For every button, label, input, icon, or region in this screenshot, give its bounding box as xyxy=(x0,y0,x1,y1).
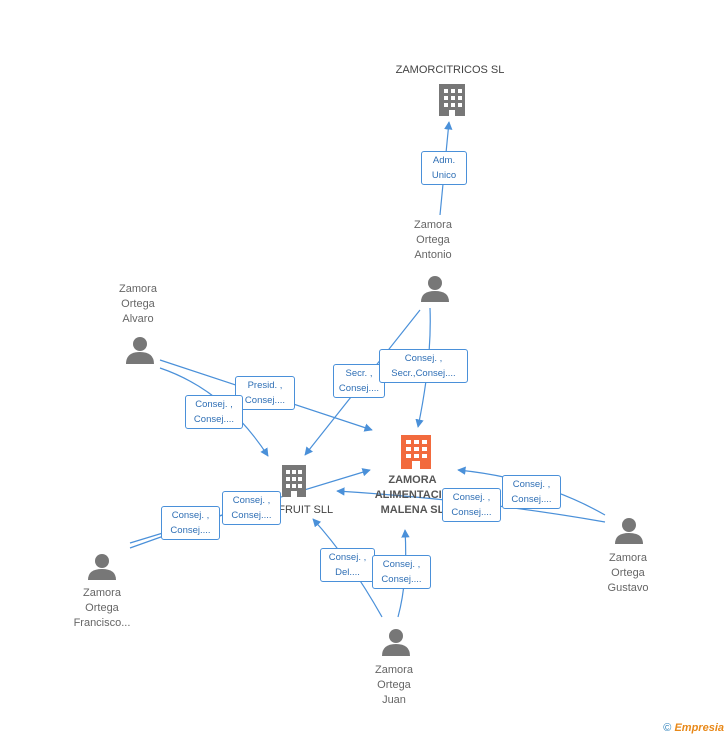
edge-label-presid-consej[interactable]: Presid. , Consej.... xyxy=(235,376,295,410)
person-icon xyxy=(382,629,410,656)
edge-label-adm-unico[interactable]: Adm. Unico xyxy=(421,151,467,185)
person-label-juan[interactable]: Zamora Ortega Juan xyxy=(375,664,413,706)
building-icon xyxy=(439,84,465,116)
main-company-label[interactable]: ZAMORA ALIMENTACIO MALENA SL xyxy=(374,474,451,516)
person-icon xyxy=(88,554,116,580)
edge-label-consej-gustavo-lower[interactable]: Consej. , Consej.... xyxy=(442,488,501,522)
edge-label-consej-secr[interactable]: Consej. , Secr.,Consej.... xyxy=(379,349,468,383)
edge-label-consej-del-juan[interactable]: Consej. , Del.... xyxy=(320,548,375,582)
copyright-icon: © xyxy=(663,722,672,734)
edge-label-consej-alvaro[interactable]: Consej. , Consej.... xyxy=(185,395,243,429)
person-label-alvaro[interactable]: Zamora Ortega Alvaro xyxy=(119,283,157,325)
edge-label-consej-gustavo-upper[interactable]: Consej. , Consej.... xyxy=(502,475,561,509)
company-label-zamorcitricos[interactable]: ZAMORCITRICOS SL xyxy=(395,64,505,76)
building-icon xyxy=(282,465,306,497)
company-label-kfruit[interactable]: KFRUIT SLL xyxy=(270,504,334,516)
person-label-antonio[interactable]: Zamora Ortega Antonio xyxy=(414,219,452,261)
person-label-francisco[interactable]: Zamora Ortega Francisco... xyxy=(73,587,131,629)
edge-label-consej-juan-main[interactable]: Consej. , Consej.... xyxy=(372,555,431,589)
person-label-gustavo[interactable]: Zamora Ortega Gustavo xyxy=(607,552,649,594)
person-icon xyxy=(615,518,643,544)
person-icon xyxy=(126,337,154,364)
main-building-icon xyxy=(401,435,431,469)
brand-name: Empresia xyxy=(674,722,724,734)
edge-label-consej-francisco-kfruit[interactable]: Consej. , Consej.... xyxy=(161,506,220,540)
footer-brand[interactable]: © Empresia xyxy=(663,722,724,734)
edge-label-secr-consej[interactable]: Secr. , Consej.... xyxy=(333,364,385,398)
person-icon xyxy=(421,276,449,302)
edge-label-consej-francisco-main[interactable]: Consej. , Consej.... xyxy=(222,491,281,525)
